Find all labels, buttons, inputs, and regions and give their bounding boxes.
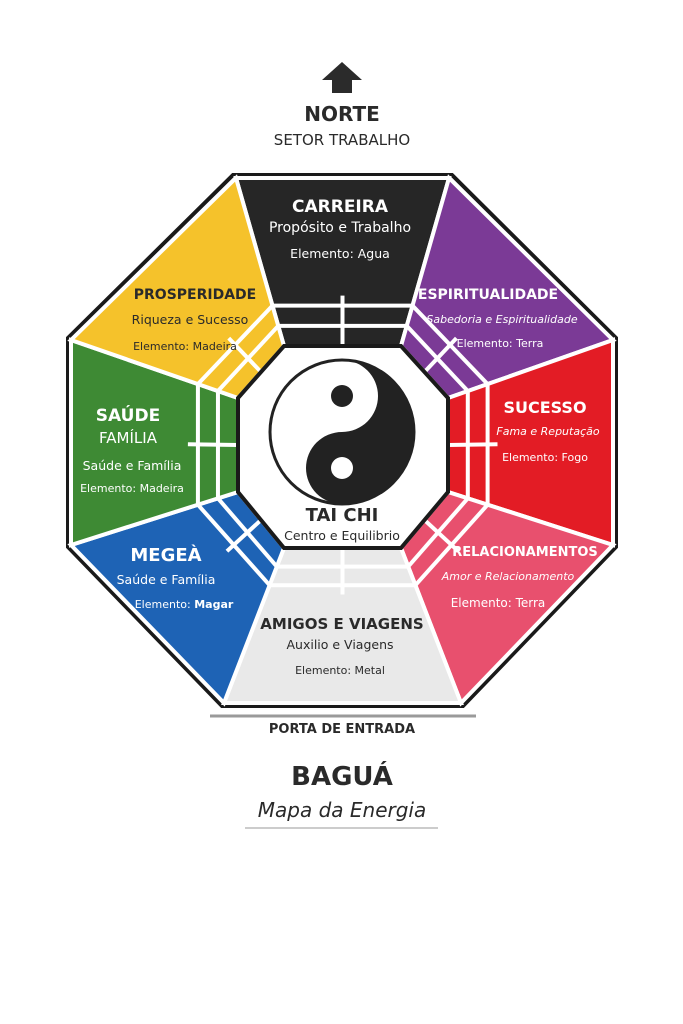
yin-yang-icon <box>268 358 416 506</box>
north-label: NORTE <box>304 102 380 126</box>
sucesso-title: SUCESSO <box>503 398 587 417</box>
espiritualidade-title: ESPIRITUALIDADE <box>417 287 559 303</box>
amigos-title: AMIGOS E VIAGENS <box>260 615 424 633</box>
espiritualidade-element: Elemento: Terra <box>456 337 544 350</box>
megea-element: Elemento: Magar <box>135 598 234 611</box>
trigram-break <box>447 442 498 447</box>
amigos-subtitle: Auxilio e Viagens <box>286 637 394 652</box>
sucesso-subtitle: Fama e Reputação <box>496 425 600 438</box>
megea-element-value: Magar <box>194 598 234 611</box>
relacionamentos-title: RELACIONAMENTOS <box>452 545 598 560</box>
trigram-break <box>423 336 458 374</box>
carreira-title: CARREIRA <box>292 197 388 217</box>
relacionamentos-subtitle: Amor e Relacionamento <box>441 570 575 583</box>
trigram-break <box>225 518 263 553</box>
north-sector: SETOR TRABALHO <box>273 131 411 149</box>
trigram-break <box>423 518 460 553</box>
north-arrow-icon <box>322 62 362 93</box>
prosperidade-title: PROSPERIDADE <box>133 287 257 303</box>
saude-subtitle: Saúde e Família <box>82 458 182 473</box>
saude-element: Elemento: Madeira <box>80 482 184 495</box>
saude-title: SAÚDE <box>95 406 161 426</box>
center-subtitle: Centro e Equilibrio <box>284 528 400 543</box>
amigos-element: Elemento: Metal <box>295 664 385 677</box>
trigram-break <box>187 442 239 447</box>
carreira-subtitle: Propósito e Trabalho <box>268 220 412 236</box>
megea-subtitle: Saúde e Família <box>116 572 216 587</box>
espiritualidade-subtitle: Sabedoria e Espiritualidade <box>426 313 578 326</box>
saude-title2: FAMÍLIA <box>99 429 157 447</box>
prosperidade-subtitle: Riqueza e Sucesso <box>131 312 249 327</box>
megea-element-prefix: Elemento: <box>134 598 191 611</box>
footer-subtitle: Mapa da Energia <box>257 798 427 822</box>
entrance-label: PORTA DE ENTRADA <box>268 722 416 737</box>
relacionamentos-element: Elemento: Terra <box>450 596 546 610</box>
prosperidade-element: Elemento: Madeira <box>133 340 237 353</box>
footer-title: BAGUÁ <box>291 762 393 792</box>
carreira-element: Elemento: Agua <box>290 246 390 261</box>
sucesso-element: Elemento: Fogo <box>502 451 588 464</box>
center-title: TAI CHI <box>305 505 379 526</box>
megea-title: MEGEÀ <box>130 545 202 566</box>
trigram-break <box>227 336 263 374</box>
